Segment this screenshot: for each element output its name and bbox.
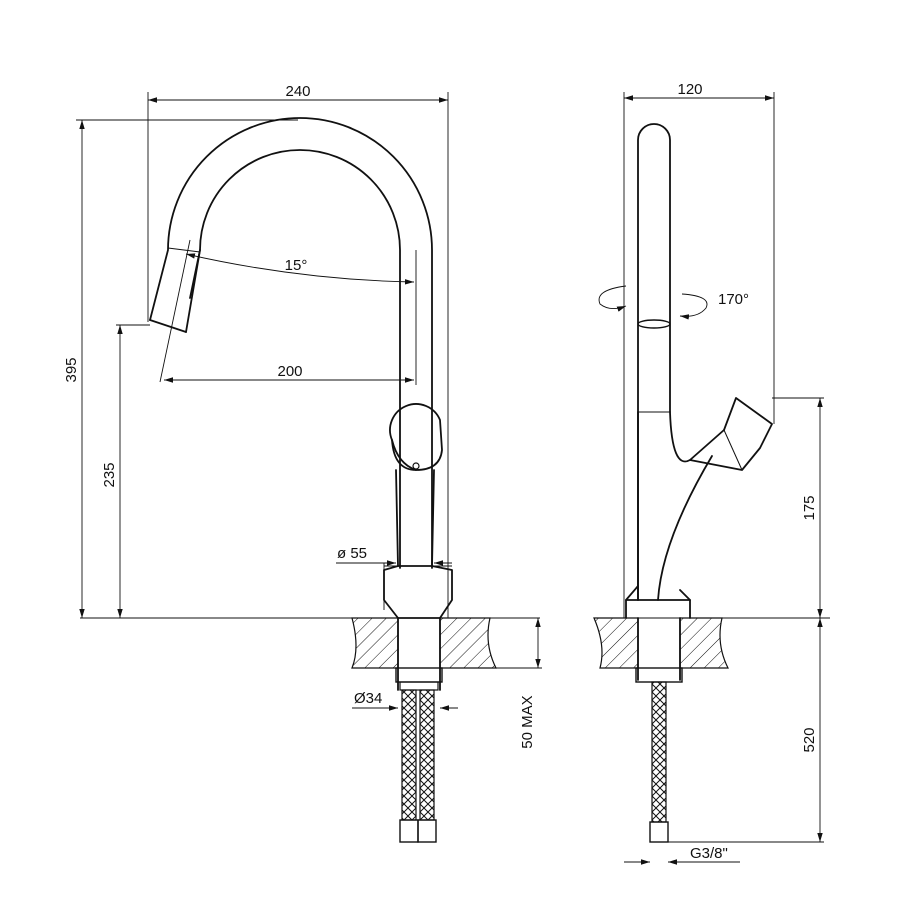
label-200: 200 <box>277 363 302 380</box>
spout-outlet <box>149 319 187 333</box>
side-lever-edge <box>723 429 743 471</box>
side-base <box>625 599 691 619</box>
side-hose-fitting <box>649 821 669 843</box>
label-240: 240 <box>285 83 310 100</box>
front-view: 240 395 235 15° 200 ø 55 Ø34 50 MAX <box>63 83 542 843</box>
side-hose <box>651 681 667 823</box>
side-counter-left <box>593 617 639 669</box>
label-235: 235 <box>101 462 118 487</box>
fixing-washer <box>399 681 439 691</box>
spout-outlet-side <box>185 249 201 333</box>
hose-fitting-left <box>399 819 419 843</box>
label-50-max: 50 MAX <box>519 695 536 748</box>
label-520: 520 <box>801 727 818 752</box>
label-175: 175 <box>801 495 818 520</box>
spout-outer <box>189 149 401 569</box>
spout-joint <box>167 247 201 253</box>
side-lever <box>689 397 773 471</box>
body-upper <box>395 469 435 567</box>
label-angle: 15° <box>285 257 308 274</box>
side-body-upper <box>637 411 725 601</box>
side-body-neck <box>657 455 713 601</box>
lever-handle <box>389 403 443 471</box>
shank <box>397 617 441 691</box>
lever-pin <box>412 462 420 470</box>
label-rotation: 170° <box>718 291 749 308</box>
body-base <box>383 565 453 619</box>
hose-left <box>401 689 417 821</box>
lever-shadow <box>391 439 417 471</box>
label-diameter-34: Ø34 <box>354 690 382 707</box>
side-view: 170° 120 175 520 G3/8" <box>593 81 830 865</box>
dim-angle <box>185 253 415 285</box>
hose-fitting-right <box>417 819 437 843</box>
fixing-nut <box>395 667 443 683</box>
label-120: 120 <box>677 81 702 98</box>
counter-section-right <box>439 617 497 669</box>
angle-ref-line <box>159 239 191 383</box>
label-diameter-55: ø 55 <box>337 545 367 562</box>
side-counter-right <box>679 617 729 669</box>
counter-section-left <box>351 617 399 669</box>
rotation-arrow-left <box>598 285 627 312</box>
side-fixing-nut <box>635 667 683 683</box>
side-shank <box>637 617 681 681</box>
side-spout <box>637 123 671 601</box>
hose-right <box>419 689 435 821</box>
side-base-taper <box>625 585 691 601</box>
swivel-ring <box>637 319 671 329</box>
spout-inner <box>149 117 433 569</box>
label-g38: G3/8" <box>690 845 728 862</box>
rotation-arrow-right <box>679 293 708 320</box>
label-395: 395 <box>63 357 80 382</box>
